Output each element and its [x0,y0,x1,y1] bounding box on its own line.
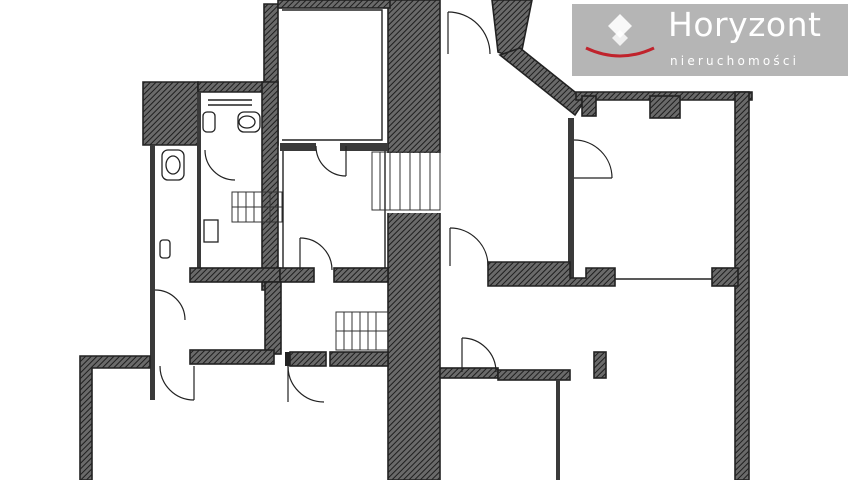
top-wall-block [263,0,391,146]
sink-small [203,219,219,243]
left-lower-walls [79,281,389,480]
toilet-top-left [202,111,216,133]
central-wall [385,0,443,480]
main-stair [371,151,441,211]
sink-left [159,239,171,259]
logo-mark-icon [585,14,655,58]
lower-stair [335,311,389,351]
doors [154,11,613,403]
horyzont-logo: Horyzont nieruchomości [572,4,848,76]
right-walls [439,0,753,480]
logo-name: Horyzont [668,5,822,44]
logo-subtitle: nieruchomości [670,54,800,68]
bathroom-block [142,81,281,400]
small-stair [231,191,283,223]
